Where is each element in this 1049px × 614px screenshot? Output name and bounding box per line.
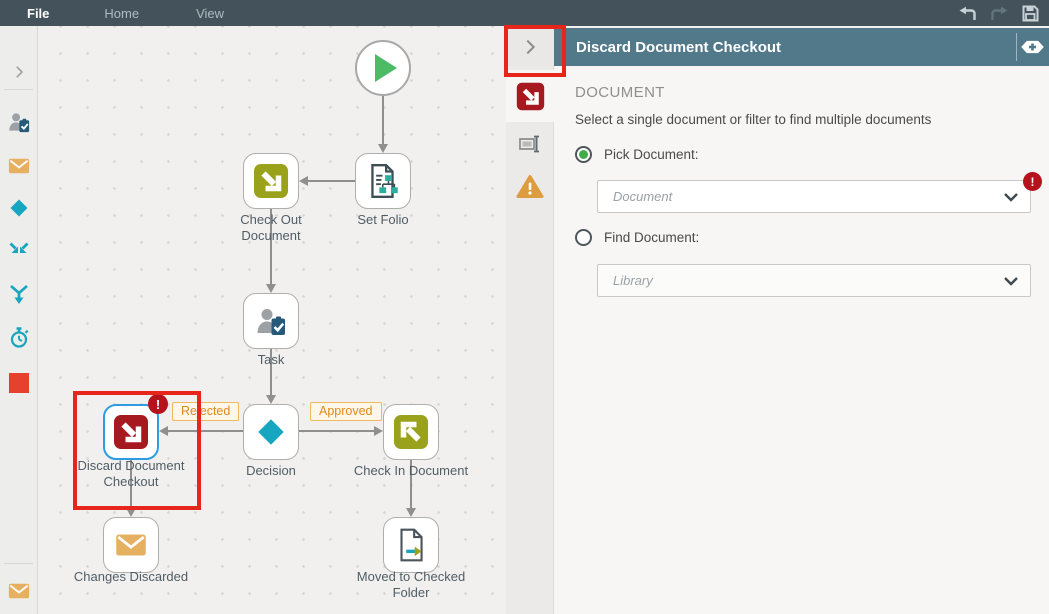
toolbox-item-decision-icon[interactable]: [7, 196, 31, 220]
document-placeholder: Document: [613, 189, 673, 204]
edge-decision-checkin: [299, 430, 374, 432]
menu-home[interactable]: Home: [104, 5, 140, 21]
decision-icon: [258, 419, 284, 445]
edge-label-rejected: Rejected: [172, 402, 240, 421]
node-decision[interactable]: [243, 404, 299, 460]
top-menubar: File Home View: [0, 0, 1049, 26]
discard-checkout-icon: [114, 415, 148, 449]
panel-title: Discard Document Checkout: [576, 38, 782, 56]
toolbox-expand-chevron-icon[interactable]: [10, 63, 28, 81]
arrowhead: [266, 284, 276, 293]
toolbox-item-timer-icon[interactable]: [7, 326, 31, 350]
node-task[interactable]: [243, 293, 299, 349]
arrowhead: [266, 395, 276, 404]
chevron-down-icon: [1004, 193, 1018, 202]
add-step-icon[interactable]: [1018, 38, 1046, 56]
undo-icon[interactable]: [955, 2, 981, 24]
find-document-option[interactable]: Find Document:: [575, 229, 699, 246]
toolbox-item-split-icon[interactable]: [7, 283, 31, 307]
pick-document-label: Pick Document:: [604, 147, 699, 162]
tab-warnings[interactable]: [506, 166, 554, 206]
node-start[interactable]: [355, 40, 411, 96]
menu-view[interactable]: View: [196, 5, 225, 21]
set-folio-icon: [371, 164, 398, 198]
section-description: Select a single document or filter to fi…: [575, 112, 932, 127]
library-placeholder: Library: [613, 273, 653, 288]
edge-discard-changes: [130, 460, 132, 508]
node-check-out-document[interactable]: [243, 153, 299, 209]
radio-unselected[interactable]: [575, 229, 592, 246]
node-changes-discarded[interactable]: [103, 517, 159, 573]
config-panel: Discard Document Checkout DOCUMENT Selec…: [506, 28, 1049, 614]
arrowhead: [378, 144, 388, 153]
tab-properties[interactable]: [506, 124, 554, 164]
node-set-folio[interactable]: [355, 153, 411, 209]
discard-checkout-icon: [516, 82, 544, 110]
arrowhead: [406, 508, 416, 517]
node-label-check-in: Check In Document: [353, 463, 469, 478]
check-out-icon: [254, 164, 288, 198]
node-discard-document-checkout[interactable]: !: [103, 394, 168, 460]
toolbox-item-mail-icon[interactable]: [6, 153, 32, 179]
arrowhead: [374, 426, 383, 436]
node-label-task: Task: [257, 352, 285, 367]
toolbox-divider: [4, 89, 33, 90]
panel-header: Discard Document Checkout: [554, 28, 1049, 66]
mail-icon: [116, 534, 146, 556]
node-label-check-out: Check Out Document: [240, 212, 302, 243]
menu-file[interactable]: File: [27, 5, 50, 21]
edge-label-approved: Approved: [310, 402, 382, 421]
arrowhead: [126, 508, 136, 517]
node-label-changes-discarded: Changes Discarded: [73, 569, 189, 584]
toolbox-item-mail-bottom-icon[interactable]: [6, 578, 32, 604]
panel-expand-chevron-icon[interactable]: [506, 28, 554, 66]
edge-checkout-task: [270, 209, 272, 284]
chevron-down-icon: [1004, 277, 1018, 286]
toolbox-divider: [4, 563, 33, 564]
find-document-label: Find Document:: [604, 230, 700, 245]
text-field-icon: [519, 135, 539, 153]
node-label-decision: Decision: [246, 463, 296, 478]
arrowhead: [299, 176, 308, 186]
check-in-icon: [394, 415, 428, 449]
node-check-in-document[interactable]: [383, 404, 439, 460]
pick-document-option[interactable]: Pick Document:: [575, 146, 699, 163]
toolbox-item-task[interactable]: [6, 109, 32, 135]
edge-setfolio-checkout: [308, 180, 355, 182]
redo-icon[interactable]: [986, 2, 1012, 24]
save-icon[interactable]: [1017, 2, 1043, 24]
node-label-discard: Discard Document Checkout: [77, 458, 185, 489]
node-label-moved-folder: Moved to Checked Folder: [356, 569, 466, 600]
node-moved-to-checked-folder[interactable]: [383, 517, 439, 573]
task-icon: [257, 309, 285, 335]
radio-selected[interactable]: [575, 146, 592, 163]
arrowhead: [159, 426, 168, 436]
panel-tab-strip: [506, 66, 554, 614]
document-dropdown[interactable]: Document: [597, 180, 1031, 213]
edge-checkin-moved: [410, 460, 412, 508]
edge-decision-discard: [168, 430, 243, 432]
dropdown-error-badge: !: [1023, 172, 1042, 191]
panel-content: DOCUMENT Select a single document or fil…: [554, 66, 1049, 614]
tab-discard-step[interactable]: [506, 70, 554, 122]
toolbox-item-merge-icon[interactable]: [7, 240, 31, 264]
section-title: DOCUMENT: [575, 84, 665, 101]
toolbox-item-placeholder-icon[interactable]: [8, 372, 30, 394]
header-divider: [1016, 33, 1017, 61]
node-error-badge: !: [148, 394, 168, 414]
edge-task-decision: [270, 349, 272, 395]
library-dropdown[interactable]: Library: [597, 264, 1031, 297]
edge-start-setfolio: [382, 96, 384, 144]
node-label-set-folio: Set Folio: [357, 212, 409, 227]
toolbox-sidebar: [0, 26, 38, 614]
start-play-icon: [355, 40, 411, 96]
moved-folder-icon: [400, 528, 423, 562]
warning-icon: [516, 174, 544, 198]
